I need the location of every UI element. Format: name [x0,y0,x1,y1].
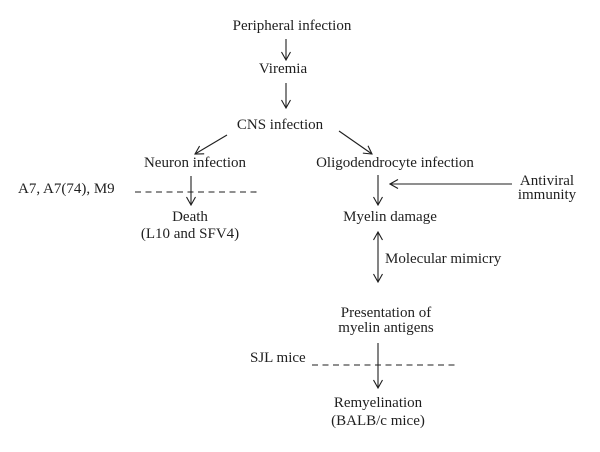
label-sjl-mice: SJL mice [250,350,306,366]
label-antiviral-line1: Antiviral [519,173,575,189]
label-molecular-mimicry: Molecular mimicry [385,251,502,267]
node-remyelination-note: (BALB/c mice) [331,413,425,429]
node-neuron-infection: Neuron infection [143,155,247,171]
node-viremia: Viremia [258,61,308,77]
node-presentation-line1: Presentation of [340,305,432,321]
node-remyelination-title: Remyelination [333,395,423,411]
node-cns-infection: CNS infection [236,117,324,133]
node-death-note: (L10 and SFV4) [140,226,240,242]
node-remyelination: Remyelination (BALB/c mice) [331,394,425,430]
node-myelin-damage: Myelin damage [343,209,437,225]
label-antiviral-line2: immunity [517,187,577,203]
node-presentation-line2: myelin antigens [338,320,434,336]
arrow-cns-to-neuron [195,134,228,154]
node-death-title: Death [172,209,208,225]
label-virus-strains: A7, A7(74), M9 [18,181,115,197]
node-oligodendrocyte-infection: Oligodendrocyte infection [316,155,474,171]
node-presentation-of-myelin-antigens: Presentation of myelin antigens [338,306,433,336]
arrow-cns-to-oligodendrocyte [338,130,372,154]
node-death: Death (L10 and SFV4) [141,209,239,243]
node-peripheral-infection: Peripheral infection [232,18,352,34]
label-antiviral-immunity: Antiviral immunity [517,173,577,203]
